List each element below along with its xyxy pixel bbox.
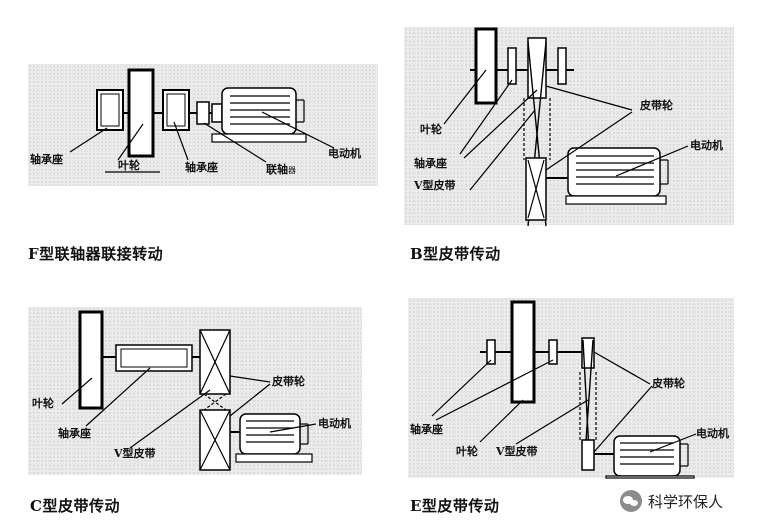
- watermark-text: 科学环保人: [648, 492, 724, 511]
- diagram-f-panel: [28, 64, 378, 186]
- e-label-pulley: 皮带轮: [652, 377, 685, 390]
- e-label-impeller: 叶轮: [456, 445, 478, 458]
- c-label-pulley: 皮带轮: [272, 375, 305, 388]
- f-label-bearing-right: 轴承座: [185, 161, 218, 174]
- e-label-bearing: 轴承座: [410, 423, 443, 436]
- c-label-motor: 电动机: [318, 417, 351, 430]
- f-label-coupling-suffix: 器: [288, 166, 296, 175]
- e-label-motor: 电动机: [696, 427, 729, 440]
- diagram-e-caption: E型皮带传动: [410, 497, 500, 515]
- diagram-c-caption: C型皮带传动: [30, 497, 120, 515]
- diagram-f-caption: F型联轴器联接转动: [28, 245, 164, 263]
- watermark: 科学环保人: [620, 490, 723, 512]
- b-label-impeller: 叶轮: [420, 123, 442, 136]
- wechat-icon: [620, 490, 642, 512]
- c-label-bearing: 轴承座: [58, 427, 91, 440]
- f-label-coupling: 联轴器: [266, 164, 296, 177]
- b-label-vbelt: V型皮带: [414, 179, 456, 192]
- b-label-pulley: 皮带轮: [640, 99, 673, 112]
- diagram-b-caption: B型皮带传动: [410, 245, 501, 263]
- f-label-bearing-left: 轴承座: [30, 153, 63, 166]
- f-label-motor: 电动机: [328, 147, 361, 160]
- c-label-vbelt: V型皮带: [114, 447, 156, 460]
- b-label-motor: 电动机: [690, 139, 723, 152]
- f-label-impeller: 叶轮: [118, 159, 140, 172]
- c-label-impeller: 叶轮: [32, 397, 54, 410]
- e-label-vbelt: V型皮带: [496, 445, 538, 458]
- f-label-coupling-text: 联轴: [266, 163, 288, 176]
- b-label-bearing: 轴承座: [414, 157, 447, 170]
